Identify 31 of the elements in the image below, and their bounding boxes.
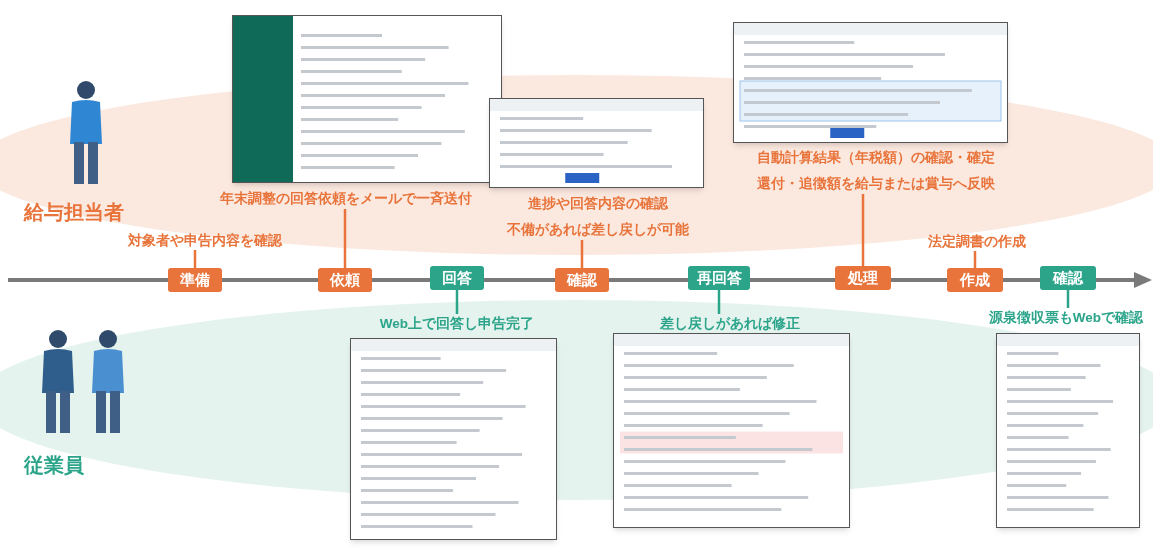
leader-line bbox=[343, 209, 347, 268]
step-description: 差し戻しがあれば修正 bbox=[640, 314, 820, 334]
step-description: 法定調書の作成 bbox=[912, 233, 1042, 251]
stage-badge: 確認 bbox=[555, 268, 609, 292]
step-description: 還付・追徴額を給与または賞与へ反映 bbox=[757, 174, 995, 193]
screenshot-drawing bbox=[350, 338, 557, 540]
stage-badge: 回答 bbox=[430, 266, 484, 290]
stage-badge: 準備 bbox=[168, 268, 222, 292]
stage-badge: 処理 bbox=[835, 266, 891, 290]
step-description: 不備があれば差し戻しが可能 bbox=[507, 220, 689, 239]
screenshot-drawing bbox=[232, 15, 502, 183]
role-label: 従業員 bbox=[24, 453, 84, 478]
screenshot-drawing bbox=[996, 333, 1140, 528]
screenshot-drawing bbox=[613, 333, 850, 528]
step-description: 年末調整の回答依頼をメールで一斉送付 bbox=[196, 189, 496, 209]
leader-line bbox=[455, 290, 459, 314]
stage-badge: 依頼 bbox=[318, 268, 372, 292]
stage-badge: 作成 bbox=[947, 268, 1003, 292]
step-description: 対象者や申告内容を確認 bbox=[110, 232, 300, 250]
screenshot-drawing bbox=[489, 98, 704, 188]
stage-badge: 確認 bbox=[1040, 266, 1096, 290]
stage-badge: 再回答 bbox=[688, 266, 750, 290]
step-description: 源泉徴収票もWebで確認 bbox=[980, 308, 1152, 328]
step-description: 進捗や回答内容の確認 bbox=[528, 195, 668, 213]
role-label: 給与担当者 bbox=[24, 200, 124, 225]
leader-line bbox=[580, 240, 584, 268]
step-description: Web上で回答し申告完了 bbox=[360, 314, 554, 334]
leader-line bbox=[861, 194, 865, 266]
screenshot-drawing bbox=[733, 22, 1008, 143]
step-description: 自動計算結果（年税額）の確認・確定 bbox=[757, 149, 995, 167]
leader-line bbox=[717, 290, 721, 314]
